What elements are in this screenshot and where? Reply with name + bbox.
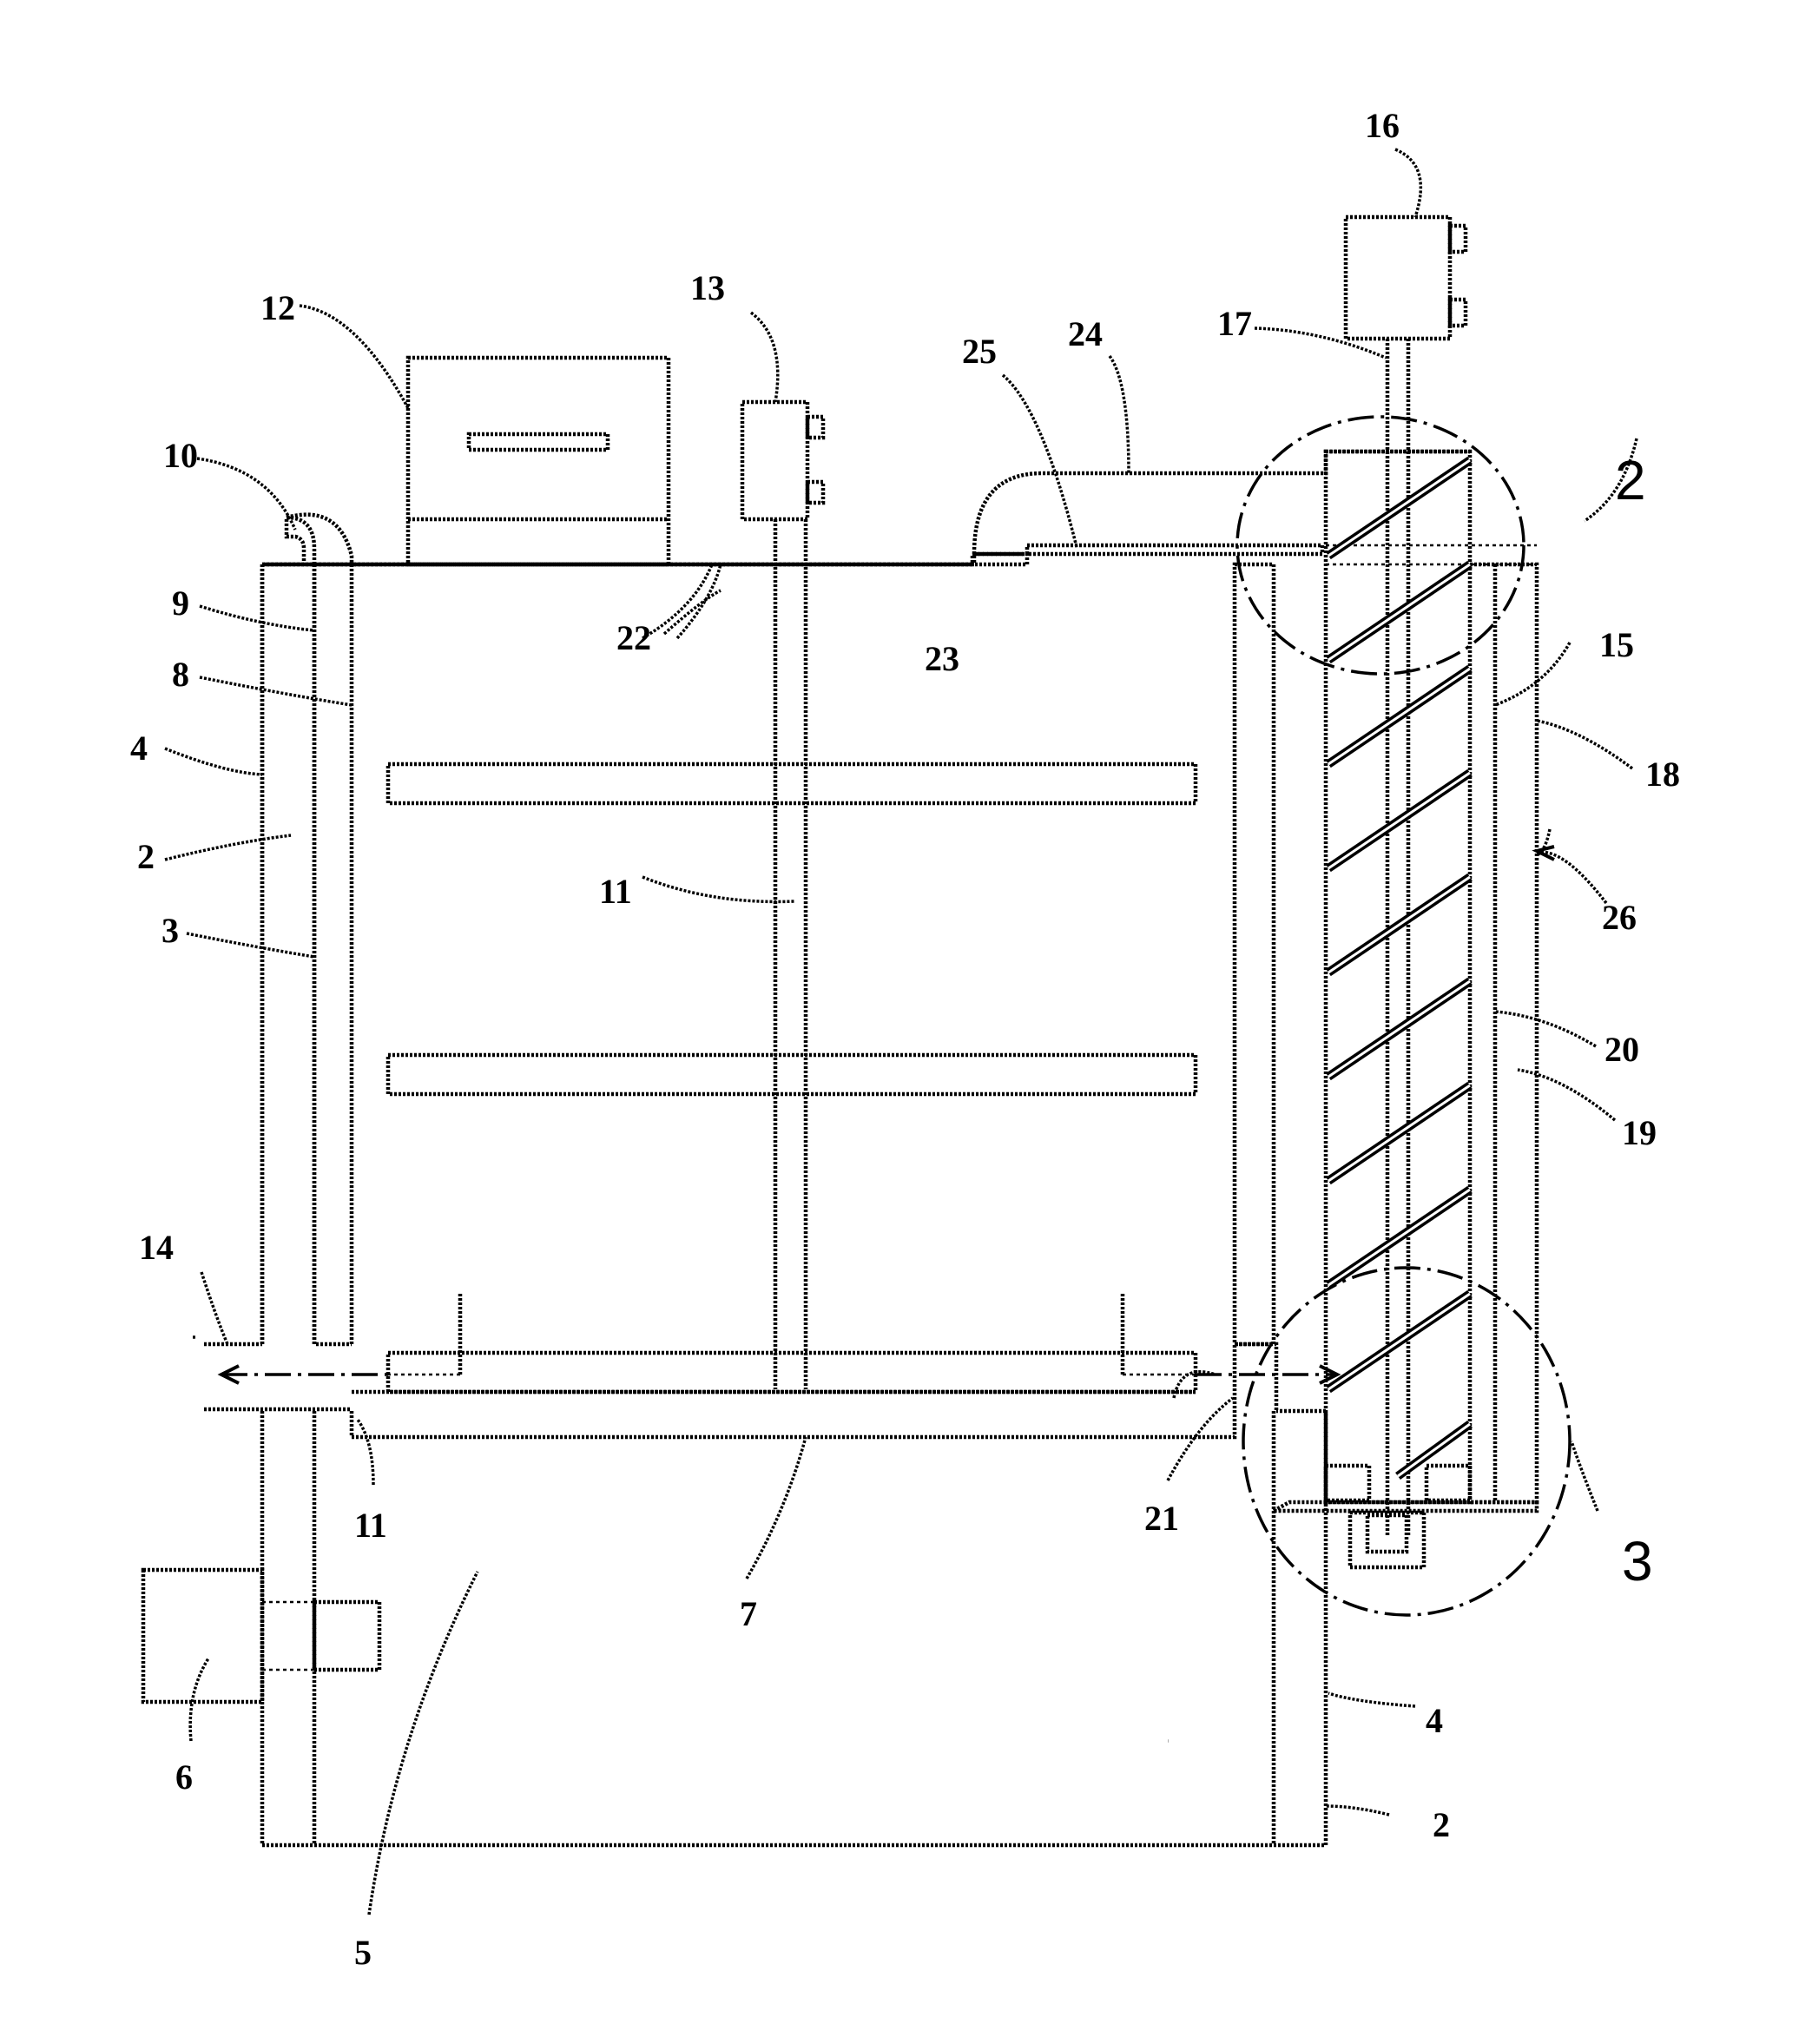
label-14: 14 — [139, 1228, 174, 1267]
detail-label-3: 3 — [1622, 1530, 1653, 1592]
detail-label-2: 2 — [1615, 449, 1646, 511]
lid-cover — [974, 452, 1470, 554]
screw-blades — [1328, 460, 1470, 1476]
motor-13 — [742, 402, 823, 1389]
reference-labels: 16 12 13 17 25 24 10 9 8 4 2 3 22 23 15 … — [130, 106, 1680, 1972]
label-21: 21 — [1144, 1499, 1179, 1538]
label-8: 8 — [172, 655, 189, 694]
stirring-bars — [388, 764, 1196, 1392]
label-16: 16 — [1365, 106, 1400, 145]
leader-lines — [165, 149, 1632, 1915]
label-6: 6 — [175, 1757, 193, 1797]
label-5: 5 — [354, 1933, 372, 1972]
label-10: 10 — [163, 436, 198, 475]
screw-base — [1274, 1466, 1537, 1567]
motor-box-12 — [408, 358, 669, 564]
label-26: 26 — [1602, 898, 1637, 937]
label-11-bottom: 11 — [354, 1506, 387, 1545]
label-4-bottom: 4 — [1426, 1701, 1443, 1740]
label-25: 25 — [962, 332, 997, 371]
label-15: 15 — [1599, 625, 1634, 664]
label-20: 20 — [1604, 1030, 1639, 1069]
label-4-top: 4 — [130, 729, 148, 768]
outlet-pipe-14 — [204, 1344, 388, 1409]
label-19: 19 — [1622, 1113, 1657, 1152]
label-12: 12 — [260, 288, 295, 327]
label-2-left: 2 — [137, 837, 155, 876]
label-24: 24 — [1068, 314, 1103, 353]
label-22: 22 — [616, 618, 651, 657]
label-9: 9 — [172, 584, 189, 623]
right-inner-wall — [1235, 564, 1274, 1344]
flow-arrow-right — [1196, 1366, 1337, 1383]
leader-d3 — [1571, 1441, 1598, 1511]
label-17: 17 — [1217, 304, 1252, 343]
label-23: 23 — [925, 639, 959, 678]
pipe-10 — [287, 515, 352, 564]
label-3: 3 — [161, 911, 179, 950]
left-outer-wall — [262, 554, 1027, 1344]
label-18: 18 — [1645, 755, 1680, 794]
label-7: 7 — [740, 1594, 757, 1633]
label-11-center: 11 — [599, 872, 632, 911]
label-2-bottom: 2 — [1433, 1805, 1450, 1844]
label-13: 13 — [690, 268, 725, 307]
inner-drum — [314, 564, 352, 1344]
